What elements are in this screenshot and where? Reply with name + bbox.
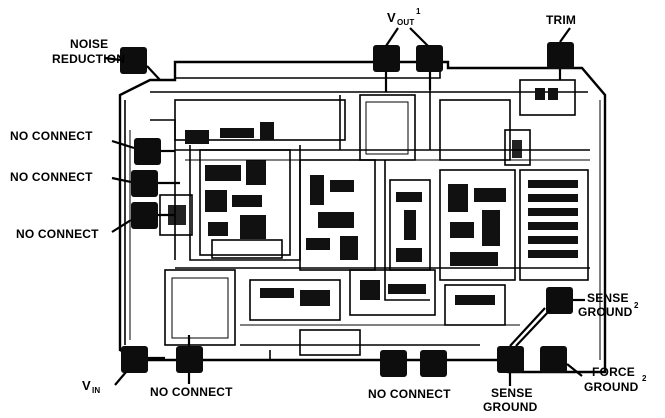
sense-ground-text-2: GROUND	[483, 400, 538, 414]
no-connect-bottom-mid-pad-2	[420, 350, 447, 377]
sense-ground2-pad	[546, 287, 573, 314]
trim-label: TRIM	[546, 13, 576, 43]
internal-circuitry	[150, 79, 590, 360]
no-connect-pad-1	[134, 138, 161, 165]
no-connect-labels-left: NO CONNECT NO CONNECT NO CONNECT	[10, 129, 135, 241]
force-ground2-text-2: GROUND	[584, 380, 639, 394]
no-connect-bottom-mid-pad-1	[380, 350, 407, 377]
no-connect-pad-3	[131, 202, 158, 229]
vout-superscript: 1	[416, 7, 421, 16]
trim-text: TRIM	[546, 13, 576, 27]
no-connect-text-3: NO CONNECT	[16, 227, 99, 241]
force-ground2-superscript: 2	[642, 374, 647, 383]
force-ground2-pad	[540, 346, 567, 373]
vout-text: V	[387, 10, 396, 25]
no-connect-bottom-mid-label: NO CONNECT	[368, 387, 451, 401]
sense-ground2-superscript: 2	[634, 301, 639, 310]
force-ground2-text-1: FORCE	[592, 365, 635, 379]
vout-pad-right	[416, 45, 443, 72]
vout-label: V OUT 1	[385, 7, 429, 47]
sense-ground2-text-2: GROUND	[578, 305, 633, 319]
no-connect-pad-2	[131, 170, 158, 197]
no-connect-bottom-left-pad	[176, 346, 203, 373]
no-connect-bottom-left-text: NO CONNECT	[150, 385, 233, 399]
no-connect-bottom-mid-text: NO CONNECT	[368, 387, 451, 401]
vin-text: V	[82, 378, 91, 393]
vout-subscript: OUT	[397, 18, 415, 27]
trim-pad	[547, 42, 574, 69]
sense-ground2-text-1: SENSE	[587, 291, 629, 305]
vin-label: V IN	[82, 371, 127, 395]
no-connect-bottom-left-label: NO CONNECT	[150, 373, 233, 399]
vin-subscript: IN	[92, 386, 100, 395]
no-connect-text-1: NO CONNECT	[10, 129, 93, 143]
sense-ground-label: SENSE GROUND	[483, 373, 538, 414]
noise-reduction-text-2: REDUCTION	[52, 52, 125, 66]
vout-pad-left	[373, 45, 400, 72]
vin-pad	[121, 346, 148, 373]
sense-ground2-label: SENSE GROUND 2	[573, 291, 639, 319]
noise-reduction-pad	[120, 47, 147, 74]
noise-reduction-label: NOISE REDUCTION	[52, 37, 125, 66]
sense-ground-text-1: SENSE	[491, 386, 533, 400]
bond-pads	[120, 42, 574, 377]
noise-reduction-text-1: NOISE	[70, 37, 108, 51]
no-connect-text-2: NO CONNECT	[10, 170, 93, 184]
sense-ground-pad	[497, 346, 524, 373]
force-ground2-label: FORCE GROUND 2	[566, 363, 647, 394]
